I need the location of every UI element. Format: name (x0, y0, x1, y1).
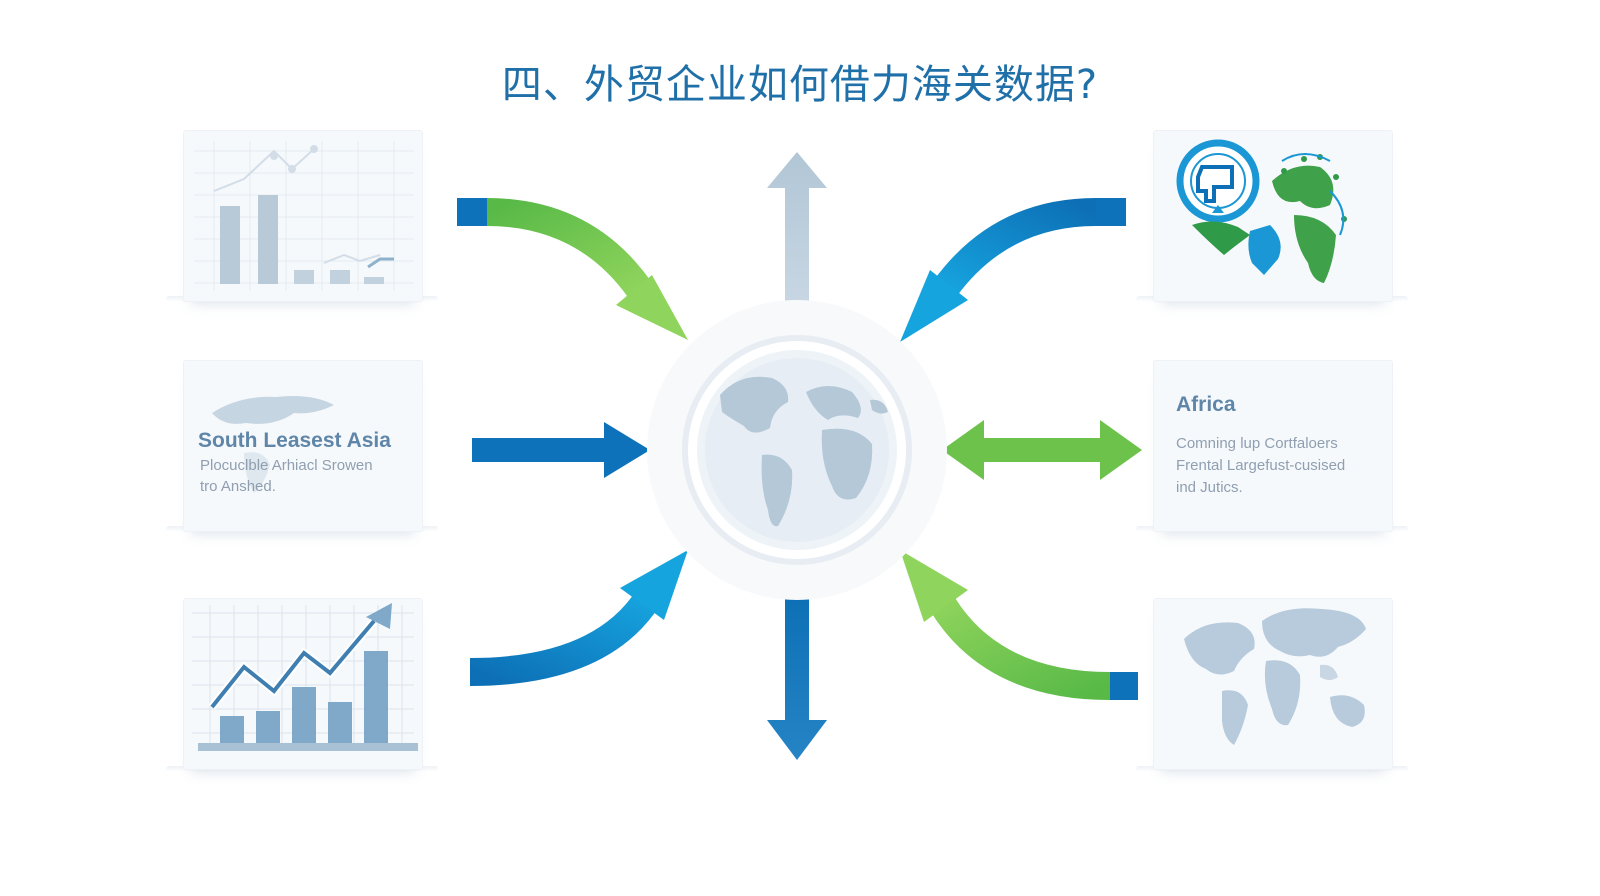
growth-chart-icon (192, 603, 418, 751)
arrow-left-middle (472, 422, 650, 478)
panel-africa-line-2: Frental Largefust-cusised (1176, 457, 1346, 474)
panel-region-africa: Africa Comning lup Cortfaloers Frental L… (1153, 360, 1393, 532)
arrow-down (767, 592, 827, 760)
panel-africa-title: Africa (1176, 393, 1236, 416)
panel-growth-chart (183, 598, 423, 770)
panel-region-title: South Leasest Asia (198, 429, 391, 452)
continent-map-icon (1184, 608, 1366, 745)
panel-africa-line-1: Comning lup Cortfaloers (1176, 435, 1338, 452)
panel-region-asia: South Leasest Asia Plocuclble Arhiacl Sr… (183, 360, 423, 532)
arrow-top-left (457, 198, 688, 340)
arrow-right-middle (942, 420, 1142, 480)
panel-region-line-2: tro Anshed. (200, 478, 276, 495)
network-globe-icon (1176, 139, 1347, 283)
panel-bar-chart (183, 130, 423, 302)
arrow-top-right (900, 198, 1126, 342)
arrow-bottom-left (469, 550, 688, 686)
world-map-icon (212, 396, 334, 493)
page-title: 四、外贸企业如何借力海关数据? (501, 62, 1099, 108)
bar-chart-icon (194, 141, 414, 291)
panel-world-map (1153, 598, 1393, 770)
panel-region-line-1: Plocuclble Arhiacl Srowen (200, 457, 373, 474)
panel-africa-line-3: ind Jutics. (1176, 479, 1243, 496)
arrow-up (767, 152, 827, 312)
panel-network-globe (1153, 130, 1393, 302)
arrow-bottom-right (900, 550, 1138, 700)
